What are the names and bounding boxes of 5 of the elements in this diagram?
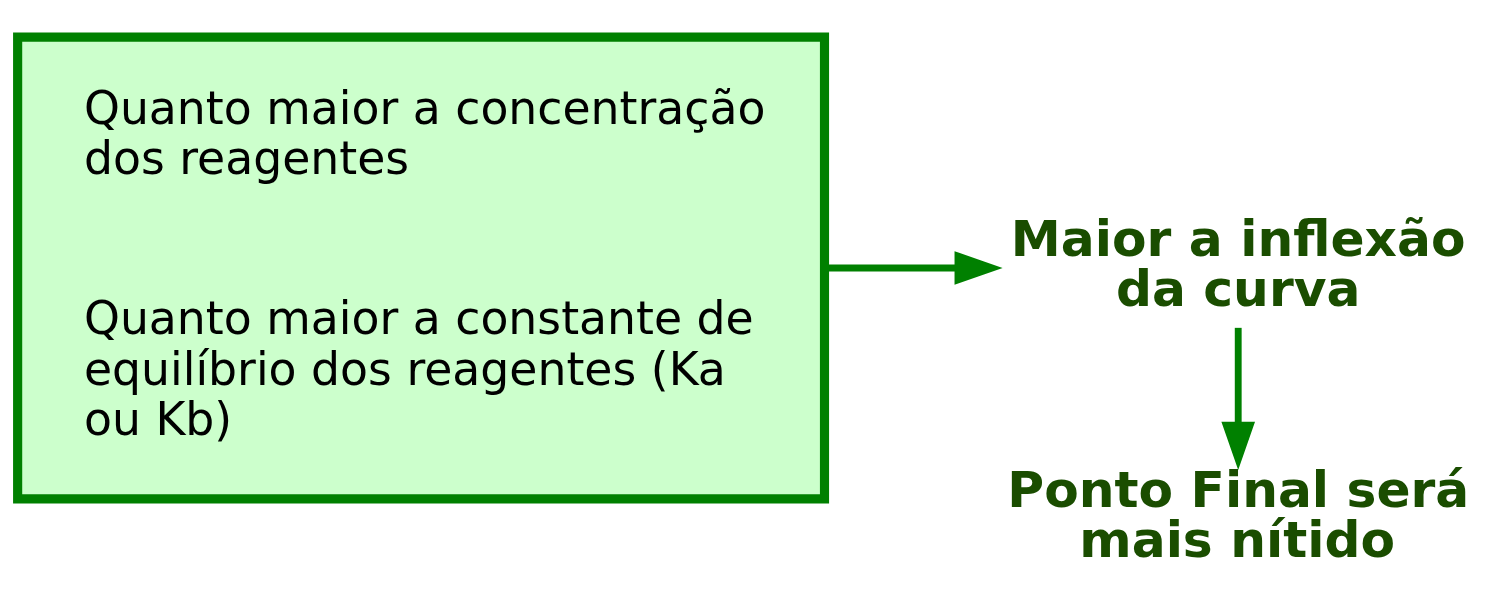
- node-text: Ponto Final será mais nítido: [1007, 460, 1470, 570]
- arrow: [1221, 327, 1256, 470]
- node-box: Quanto maior a concentração dos reagentes Quanto maior a constante de equilíbrio dos reagentes (Ka ou Kb): [13, 32, 830, 504]
- node-text: Maior a inflexão da curva: [1010, 208, 1466, 318]
- arrow: [824, 251, 1003, 285]
